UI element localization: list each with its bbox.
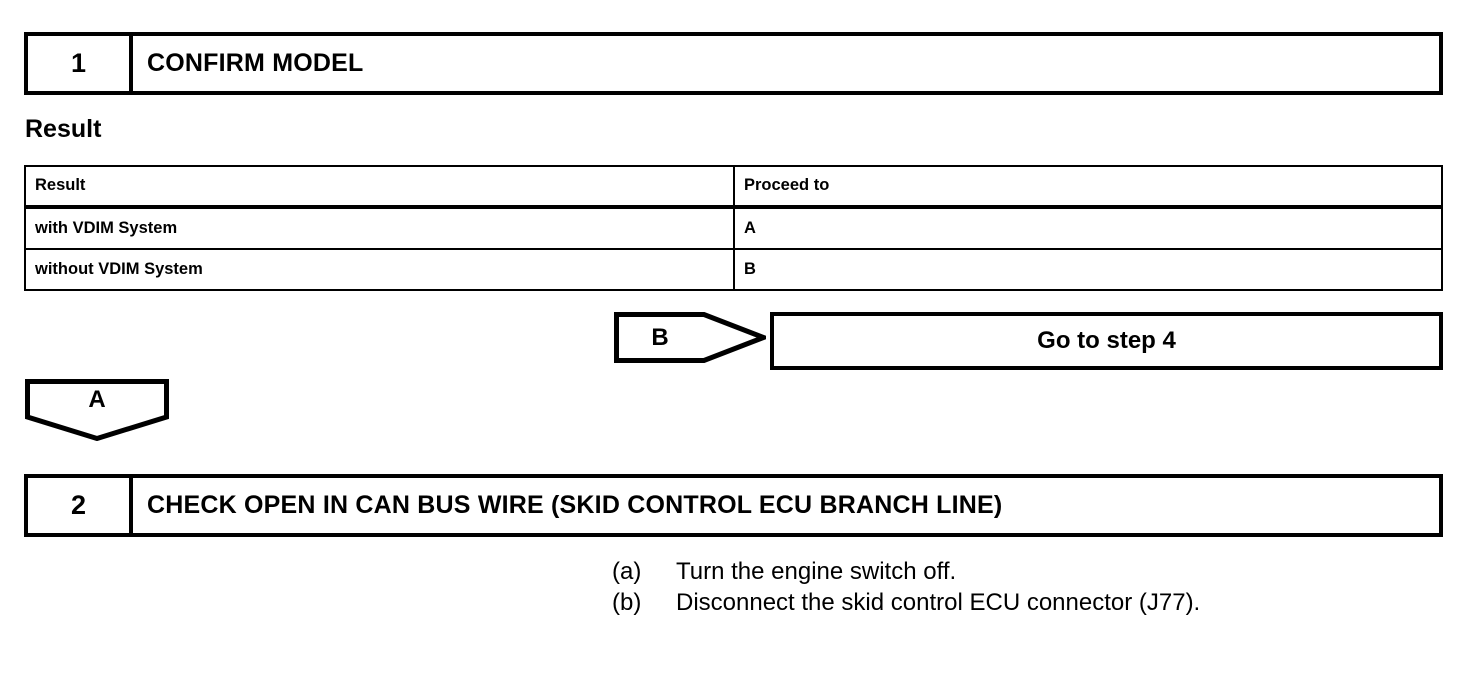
- column-header-proceed-to: Proceed to: [733, 165, 1443, 207]
- step-1-header: 1 CONFIRM MODEL: [24, 32, 1443, 95]
- cell-result-with-vdim: with VDIM System: [24, 207, 735, 250]
- instruction-text-b: Disconnect the skid control ECU connecto…: [676, 589, 1201, 616]
- step-2-header: 2 CHECK OPEN IN CAN BUS WIRE (SKID CONTR…: [24, 474, 1443, 537]
- jump-marker-a: A: [25, 379, 169, 441]
- table-row: with VDIM System A: [24, 207, 1443, 250]
- instruction-tag-a: (a): [612, 558, 642, 585]
- instruction-list: (a) Turn the engine switch off. (b) Disc…: [612, 556, 1442, 618]
- instruction-text-a: Turn the engine switch off.: [676, 558, 957, 585]
- cell-result-without-vdim: without VDIM System: [24, 248, 735, 291]
- step-1-number: 1: [28, 36, 133, 91]
- table-row: without VDIM System B: [24, 248, 1443, 291]
- jump-marker-a-label: A: [88, 386, 106, 413]
- arrow-down-icon: [25, 379, 169, 441]
- arrow-right-icon: [614, 312, 766, 363]
- result-table: Result Proceed to with VDIM System A wit…: [24, 165, 1443, 291]
- goto-step-4-box: Go to step 4: [770, 312, 1443, 370]
- step-2-number: 2: [28, 478, 133, 533]
- result-section-caption: Result: [25, 115, 102, 143]
- step-1-title: CONFIRM MODEL: [147, 49, 364, 77]
- list-item: (b) Disconnect the skid control ECU conn…: [612, 587, 1442, 618]
- jump-marker-b-label: B: [651, 323, 669, 351]
- cell-proceed-to-b: B: [733, 248, 1443, 291]
- table-header-row: Result Proceed to: [24, 165, 1443, 207]
- cell-proceed-to-a: A: [733, 207, 1443, 250]
- column-header-result: Result: [24, 165, 735, 207]
- list-item: (a) Turn the engine switch off.: [612, 556, 1442, 587]
- instruction-tag-b: (b): [612, 589, 642, 616]
- step-2-title: CHECK OPEN IN CAN BUS WIRE (SKID CONTROL…: [147, 491, 1003, 519]
- jump-marker-b: B: [614, 312, 766, 363]
- goto-step-4-label: Go to step 4: [1037, 327, 1176, 354]
